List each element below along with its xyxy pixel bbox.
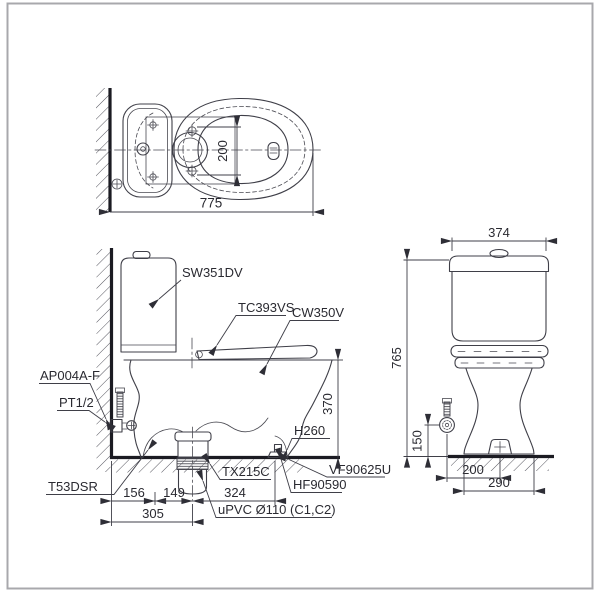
- side-angle-valve: [110, 387, 137, 433]
- side-drain: [174, 426, 212, 501]
- side-bowl: [123, 359, 334, 459]
- side-bottom-dims: 156 149 324 305: [100, 461, 287, 526]
- dim-tank-width: 374: [440, 225, 558, 251]
- top-view: 200 775: [94, 88, 325, 216]
- top-hinge-plate: [145, 116, 236, 185]
- front-view: 374 765 150 200 290: [389, 225, 558, 495]
- valve-knob: [126, 420, 137, 431]
- label-floor-flange: HF90590: [293, 477, 346, 492]
- dim-total-depth: 775: [98, 153, 325, 216]
- dim-supply-to-center: 200: [435, 434, 512, 482]
- dim-775-label: 775: [200, 196, 223, 211]
- dim-370-label: 370: [320, 393, 335, 415]
- dim-base-width: 290: [452, 458, 546, 495]
- side-seat-cover: [191, 337, 318, 369]
- label-supply-thread: PT1/2: [59, 395, 94, 410]
- flush-button-side: [132, 250, 151, 260]
- label-bolt-cap: H260: [294, 423, 325, 438]
- supply-stub: [111, 178, 123, 190]
- side-fixing-bolt: [267, 443, 289, 459]
- dim-150-label: 150: [410, 430, 425, 452]
- label-outlet-socket: TX215C: [222, 464, 270, 479]
- label-cistern: SW351DV: [182, 265, 243, 280]
- label-drain-pipe: uPVC Ø110 (C1,C2): [218, 502, 336, 517]
- front-cistern: [448, 248, 550, 342]
- dim-290-label: 290: [488, 475, 510, 490]
- bolt-cap-front: [487, 438, 513, 455]
- label-angle-valve: AP004A-F: [40, 368, 100, 383]
- side-cistern: [120, 250, 177, 353]
- dim-seat-bolt-spacing: 200: [197, 115, 241, 187]
- wall-hatch: [96, 249, 111, 472]
- seat-hinge: [195, 350, 203, 359]
- front-pedestal: [463, 367, 535, 455]
- flush-button-front: [489, 248, 509, 259]
- sheet-border: [6, 2, 594, 590]
- dim-305-label: 305: [142, 506, 164, 521]
- outlet-flange: [174, 431, 212, 442]
- side-view: SW351DV TC393VS CW350V AP004A-F PT1/2 T5…: [39, 248, 391, 526]
- seat-hinge-bolt-top: [185, 124, 199, 138]
- dim-supply-height: 150: [410, 413, 440, 468]
- dim-rim-height: 370: [320, 348, 343, 469]
- dim-765-label: 765: [389, 347, 404, 369]
- dim-374-label: 374: [488, 225, 510, 240]
- tank-bolt-top: [147, 119, 159, 131]
- dim-200-front-label: 200: [462, 462, 484, 477]
- front-supply-valve: [439, 398, 455, 433]
- label-seat-cover: TC393VS: [238, 300, 295, 315]
- dim-200-plan-label: 200: [215, 140, 230, 162]
- dim-overall-height: 765: [389, 248, 449, 468]
- side-labels: SW351DV TC393VS CW350V AP004A-F PT1/2 T5…: [39, 265, 391, 518]
- supply-riser: [116, 391, 124, 418]
- supply-riser: [443, 401, 451, 417]
- flush-button-plan: [267, 141, 280, 161]
- tank-bolt-bottom: [147, 171, 159, 183]
- top-cistern: [122, 103, 173, 198]
- dim-149-label: 149: [163, 485, 185, 500]
- outlet-body: [177, 440, 209, 458]
- dim-156-label: 156: [123, 485, 145, 500]
- label-fixing-kit: VF90625U: [329, 462, 391, 477]
- label-drain-set: T53DSR: [48, 479, 98, 494]
- front-seat: [450, 344, 549, 369]
- flush-handle: [136, 142, 150, 156]
- label-bowl: CW350V: [292, 305, 344, 320]
- dim-324-label: 324: [224, 485, 246, 500]
- top-bowl: [173, 97, 314, 201]
- valve-knob: [439, 417, 455, 433]
